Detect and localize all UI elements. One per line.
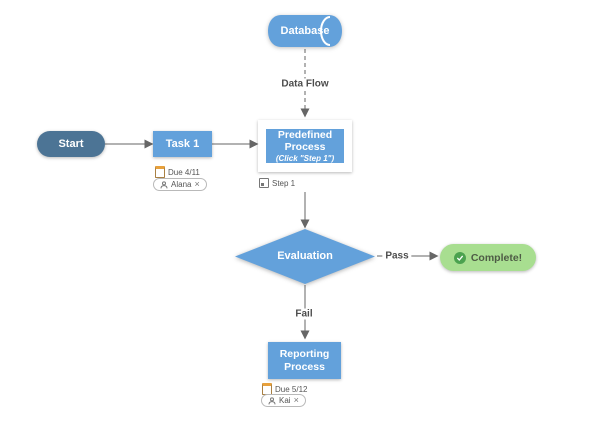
edge-label-pass: Pass — [382, 250, 412, 262]
step-link-badge[interactable]: Step 1 — [259, 178, 295, 188]
predefined-body: Predefined Process (Click "Step 1") — [266, 128, 344, 164]
database-label: Database — [280, 24, 330, 37]
node-complete[interactable]: Complete! — [440, 244, 536, 271]
due-badge-task1-label: Due 4/11 — [168, 167, 200, 177]
calendar-icon — [155, 166, 165, 178]
start-label: Start — [58, 137, 84, 150]
complete-label: Complete! — [470, 251, 523, 264]
node-task1[interactable]: Task 1 — [153, 131, 212, 157]
node-predefined-process[interactable]: Predefined Process (Click "Step 1") — [258, 120, 352, 172]
assignee-name: Alana — [171, 180, 192, 189]
check-icon — [453, 251, 466, 264]
reporting-title-line1: Reporting — [279, 348, 330, 361]
due-badge-reporting-label: Due 5/12 — [275, 384, 308, 394]
edge-label-fail: Fail — [292, 308, 316, 320]
step-link-label: Step 1 — [272, 178, 296, 188]
evaluation-label: Evaluation — [277, 250, 333, 263]
close-icon[interactable]: × — [194, 179, 200, 189]
node-start[interactable]: Start — [37, 131, 105, 157]
due-badge-task1[interactable]: Due 4/11 — [155, 166, 200, 178]
predefined-title-line1: Predefined — [277, 128, 333, 141]
edge-label-data-flow: Data Flow — [278, 78, 332, 90]
assignee-name: Kai — [279, 396, 291, 405]
task1-label: Task 1 — [165, 137, 200, 150]
predefined-subtitle: (Click "Step 1") — [275, 154, 335, 164]
database-cylinder-shape — [268, 15, 342, 47]
node-evaluation[interactable]: Evaluation — [235, 229, 375, 284]
person-icon — [268, 396, 276, 404]
reporting-title-line2: Process — [284, 360, 325, 373]
assignee-pill-task1[interactable]: Alana × — [153, 178, 207, 191]
assignee-pill-reporting[interactable]: Kai × — [261, 394, 306, 407]
close-icon[interactable]: × — [293, 395, 299, 405]
person-icon — [160, 180, 168, 188]
evaluation-diamond-shape: Evaluation — [235, 229, 375, 284]
step-link-icon — [259, 178, 269, 188]
node-reporting-process[interactable]: Reporting Process — [268, 342, 341, 379]
predefined-title-line2: Process — [284, 141, 326, 153]
node-database[interactable]: Database — [267, 14, 343, 48]
